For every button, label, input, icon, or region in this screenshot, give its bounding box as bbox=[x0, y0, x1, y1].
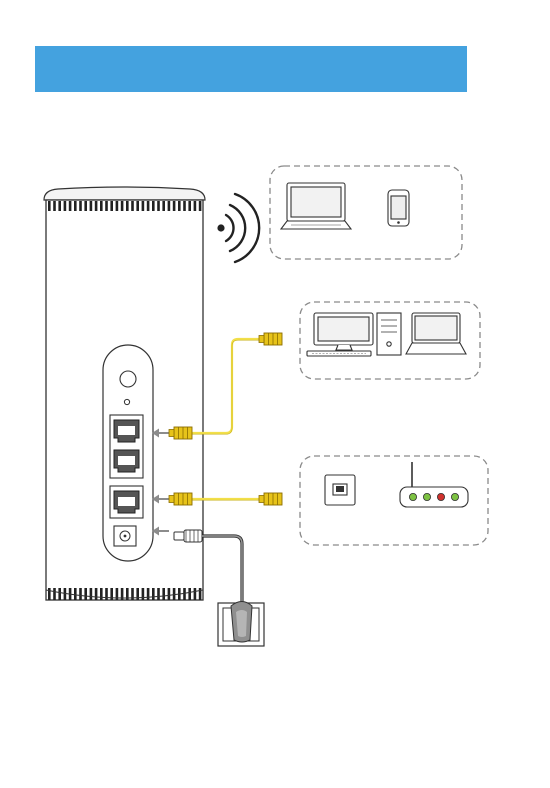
power-plug-icon bbox=[218, 602, 264, 647]
vent-slot bbox=[188, 201, 191, 211]
vent-slot bbox=[157, 588, 160, 600]
vent-slot bbox=[152, 201, 155, 211]
vent-slot bbox=[53, 588, 56, 600]
vent-slot bbox=[110, 201, 113, 211]
vent-slot bbox=[84, 588, 87, 600]
vent-slot bbox=[95, 588, 98, 600]
vent-slot bbox=[136, 201, 139, 211]
vent-slot bbox=[194, 588, 197, 600]
vent-slot bbox=[142, 201, 145, 211]
rj45-plug bbox=[259, 493, 282, 505]
vent-slot bbox=[194, 201, 197, 211]
vent-slot bbox=[147, 588, 150, 600]
vent-slot bbox=[204, 588, 207, 600]
vent-slot bbox=[183, 201, 186, 211]
vent-slot bbox=[173, 588, 176, 600]
vent-slot bbox=[178, 201, 181, 211]
vent-slot bbox=[100, 201, 103, 211]
vent-slot bbox=[199, 588, 202, 600]
upstream-router-icon bbox=[400, 462, 468, 507]
vent-slot bbox=[90, 588, 93, 600]
laptop-icon bbox=[406, 313, 466, 354]
vent-slot bbox=[157, 201, 160, 211]
rj45-plug bbox=[259, 333, 282, 345]
laptop-icon bbox=[281, 183, 351, 229]
smartphone-icon bbox=[388, 190, 409, 226]
router-led bbox=[437, 493, 444, 500]
vent-slot bbox=[95, 201, 98, 211]
vent-slot bbox=[131, 201, 134, 211]
vent-slot bbox=[142, 588, 145, 600]
ethernet-cable-wan bbox=[192, 499, 263, 500]
vent-slot bbox=[168, 201, 171, 211]
vent-slot bbox=[183, 588, 186, 600]
lan-port-2[interactable] bbox=[114, 450, 139, 472]
vent-slot bbox=[69, 201, 72, 211]
vent-slot bbox=[105, 588, 108, 600]
vent-slot bbox=[168, 588, 171, 600]
vent-slot bbox=[74, 201, 77, 211]
vent-slot bbox=[100, 588, 103, 600]
vent-slot bbox=[90, 201, 93, 211]
vent-slot bbox=[74, 588, 77, 600]
vent-slot bbox=[152, 588, 155, 600]
vent-slot bbox=[116, 201, 119, 211]
power-barrel-plug bbox=[174, 532, 184, 540]
vent-slot bbox=[105, 201, 108, 211]
wall-ethernet-socket-icon bbox=[325, 475, 355, 505]
vent-slot bbox=[121, 201, 124, 211]
router-led bbox=[409, 493, 416, 500]
vent-slot bbox=[48, 201, 51, 211]
router-led bbox=[451, 493, 458, 500]
vent-slot bbox=[162, 588, 165, 600]
vent-slot bbox=[64, 201, 67, 211]
reset-button[interactable] bbox=[124, 399, 129, 404]
vent-slot bbox=[58, 588, 61, 600]
vent-slot bbox=[84, 201, 87, 211]
vent-slot bbox=[126, 201, 129, 211]
vent-slot bbox=[199, 201, 202, 211]
desktop-tower-icon bbox=[377, 313, 401, 355]
vent-slot bbox=[79, 588, 82, 600]
vent-slot bbox=[48, 588, 51, 600]
vent-slot bbox=[162, 201, 165, 211]
lan-port-1[interactable] bbox=[114, 420, 139, 442]
vent-slot bbox=[79, 201, 82, 211]
vent-slot bbox=[147, 201, 150, 211]
sim-slot-button[interactable] bbox=[120, 371, 136, 387]
vent-slot bbox=[58, 201, 61, 211]
vent-slot bbox=[53, 201, 56, 211]
vent-slot bbox=[173, 201, 176, 211]
vent-slot bbox=[204, 201, 207, 211]
device-top-cap bbox=[44, 187, 205, 200]
desktop-monitor-icon bbox=[307, 313, 373, 356]
vent-slot bbox=[188, 588, 191, 600]
wifi-signal-icon bbox=[217, 194, 259, 262]
router-led bbox=[423, 493, 430, 500]
wan-lan-port[interactable] bbox=[114, 491, 139, 513]
